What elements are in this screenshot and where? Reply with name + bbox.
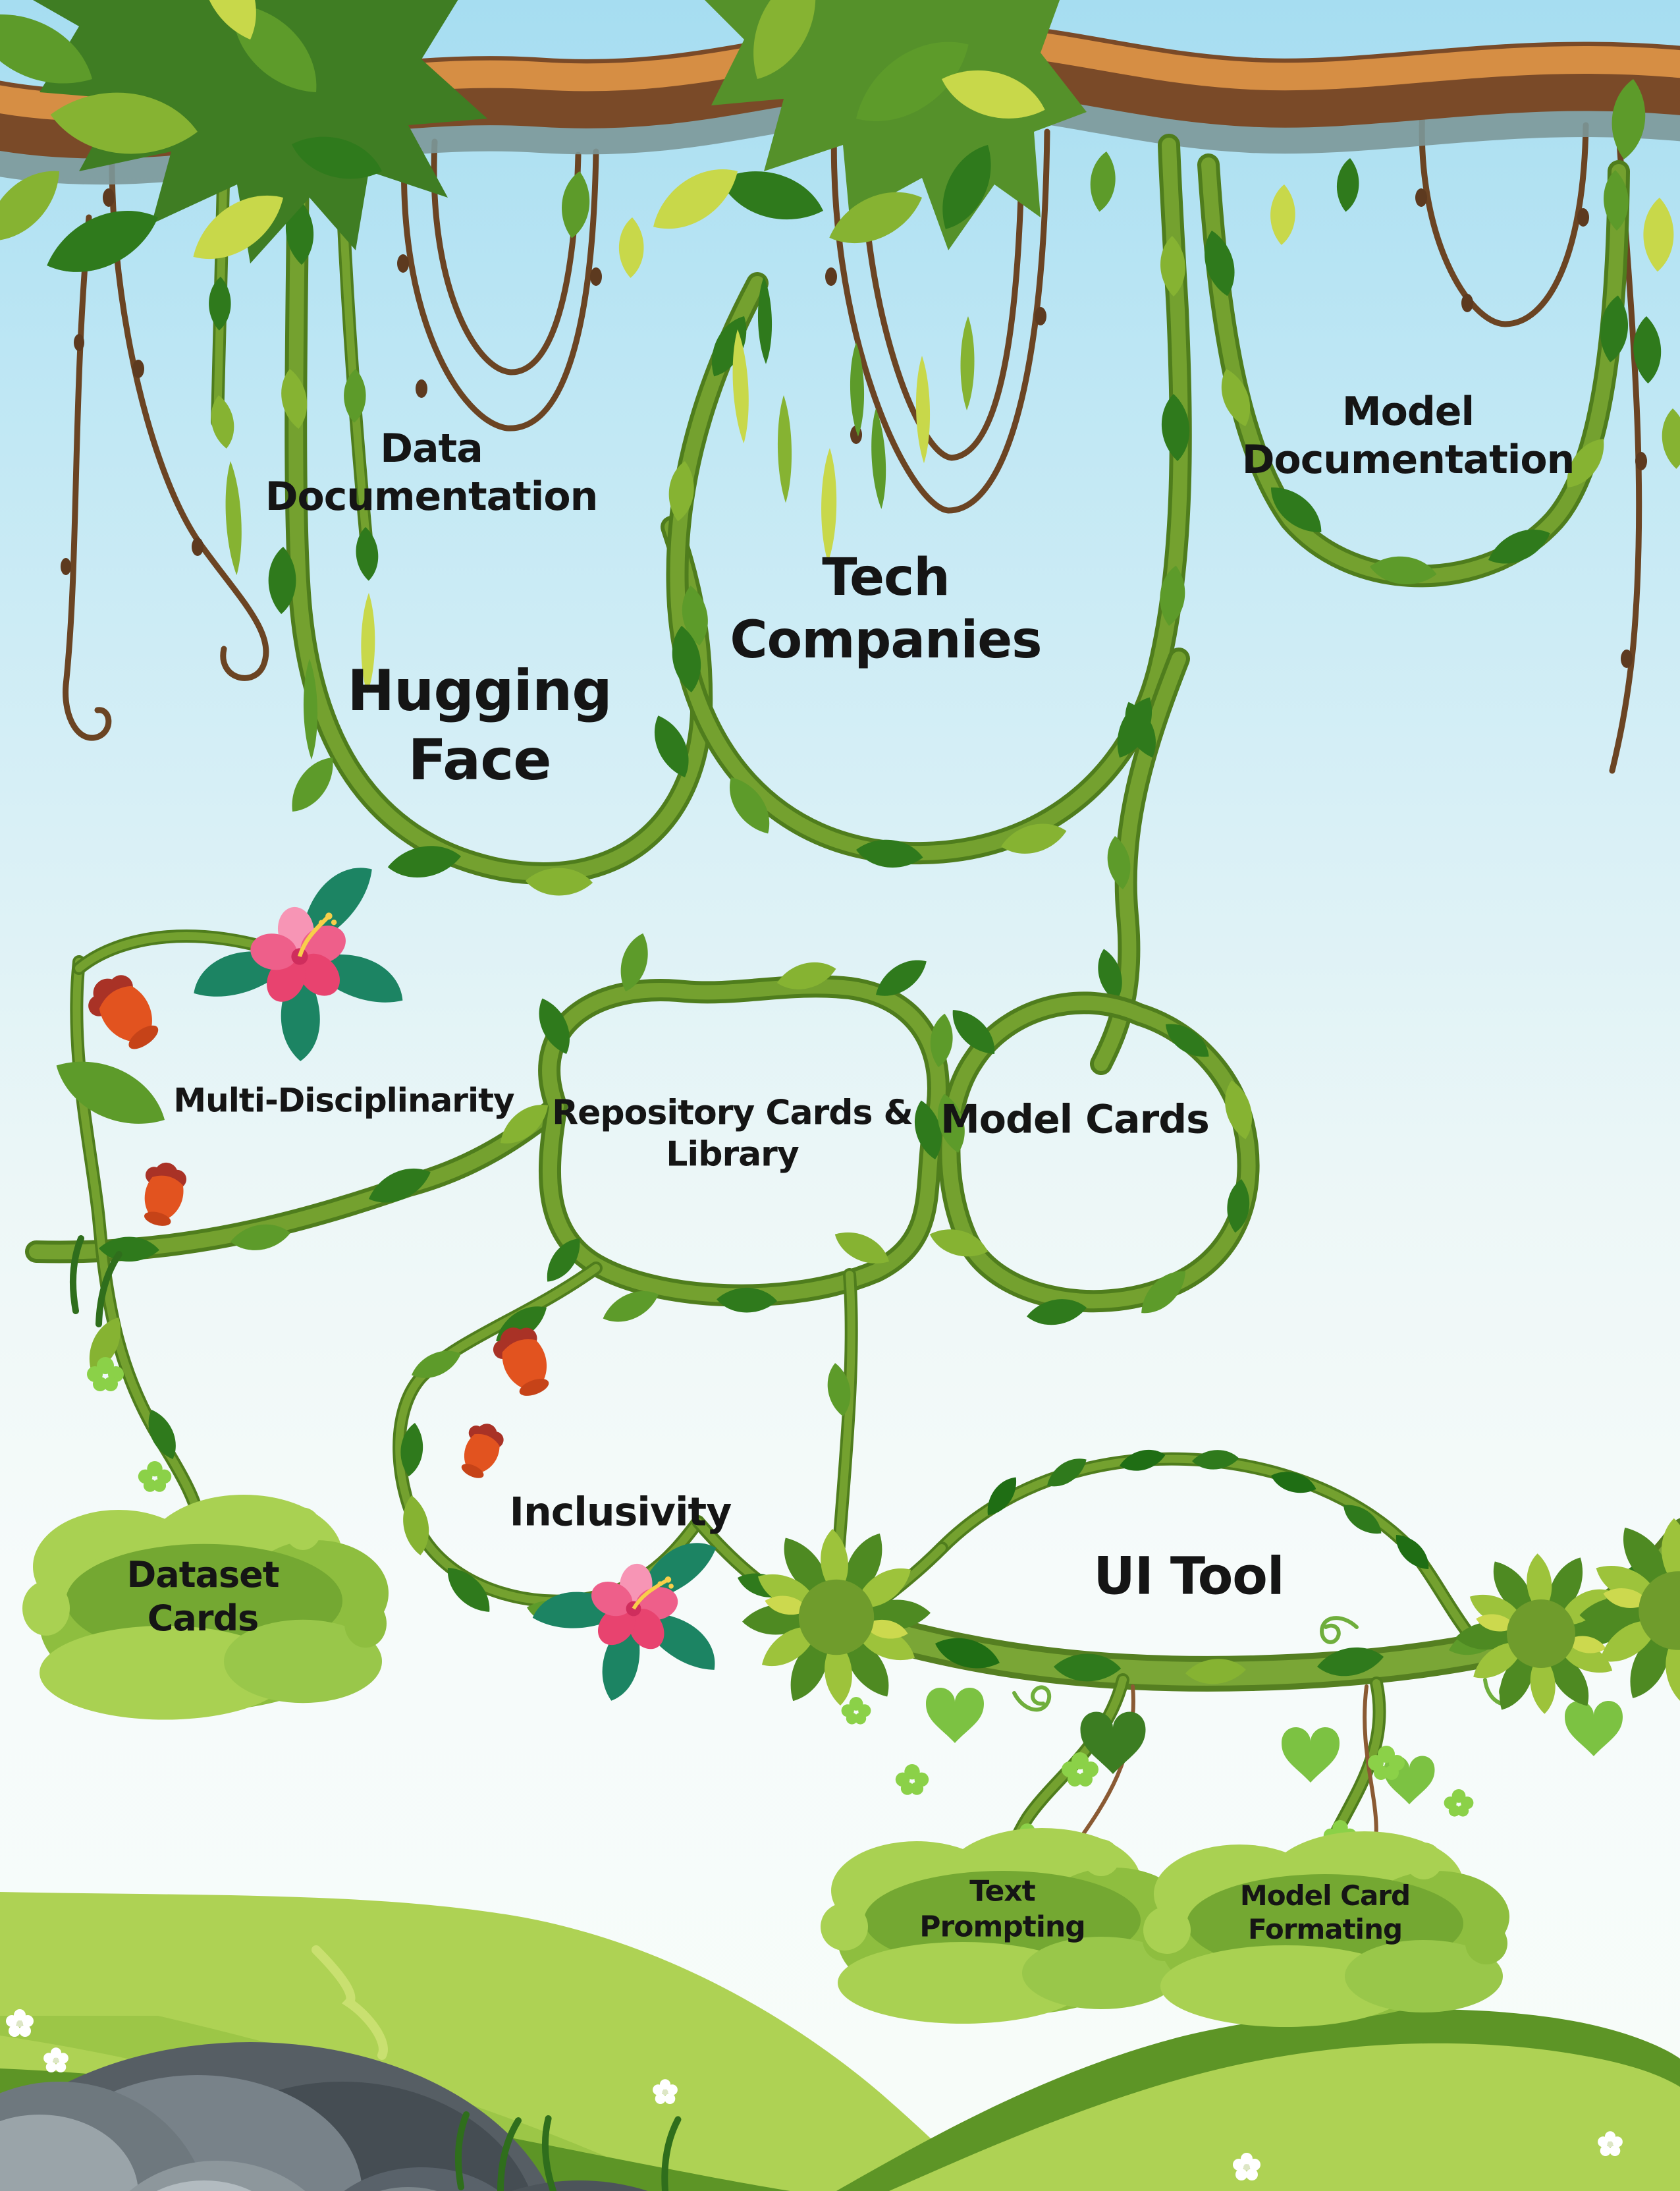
node-label-inclusivity: Inclusivity bbox=[509, 1489, 732, 1536]
model-documentation-vine-loop bbox=[1197, 153, 1630, 588]
vine-buds bbox=[61, 188, 1647, 668]
foliage-ball-left bbox=[742, 1527, 931, 1707]
node-label-dataset-cards: Dataset Cards bbox=[126, 1554, 279, 1639]
node-label-multi-disciplinarity: Multi-Disciplinarity bbox=[173, 1081, 514, 1120]
node-label-ui-tool: UI Tool bbox=[1093, 1547, 1284, 1607]
node-label-model-card-formating: Model Card Formating bbox=[1239, 1879, 1411, 1945]
node-label-text-prompting: Text Prompting bbox=[919, 1874, 1085, 1943]
hanging-thin-vines bbox=[61, 76, 1647, 774]
trumpet-flower-top bbox=[78, 965, 168, 1061]
canopy-top-left bbox=[0, 0, 487, 760]
middle-vine-system bbox=[25, 929, 1260, 1541]
trumpet-flower-inclusivity-2 bbox=[452, 1417, 509, 1484]
node-label-repository-cards-library: Repository Cards & Library bbox=[552, 1093, 913, 1175]
foliage-ball-edge bbox=[1580, 1516, 1680, 1706]
rocks bbox=[0, 2042, 731, 2191]
node-label-tech-companies: Tech Companies bbox=[730, 547, 1042, 670]
node-label-data-documentation: Data Documentation bbox=[265, 425, 599, 520]
hibiscus-flower-left bbox=[172, 850, 420, 1075]
node-label-model-documentation: Model Documentation bbox=[1241, 388, 1575, 483]
node-label-hugging-face: Hugging Face bbox=[347, 658, 612, 793]
trumpet-flower-mid bbox=[133, 1157, 191, 1230]
node-label-model-cards: Model Cards bbox=[940, 1096, 1210, 1143]
hibiscus-flower-inclusivity bbox=[520, 1515, 739, 1712]
canopy-top-middle bbox=[641, 0, 1087, 563]
